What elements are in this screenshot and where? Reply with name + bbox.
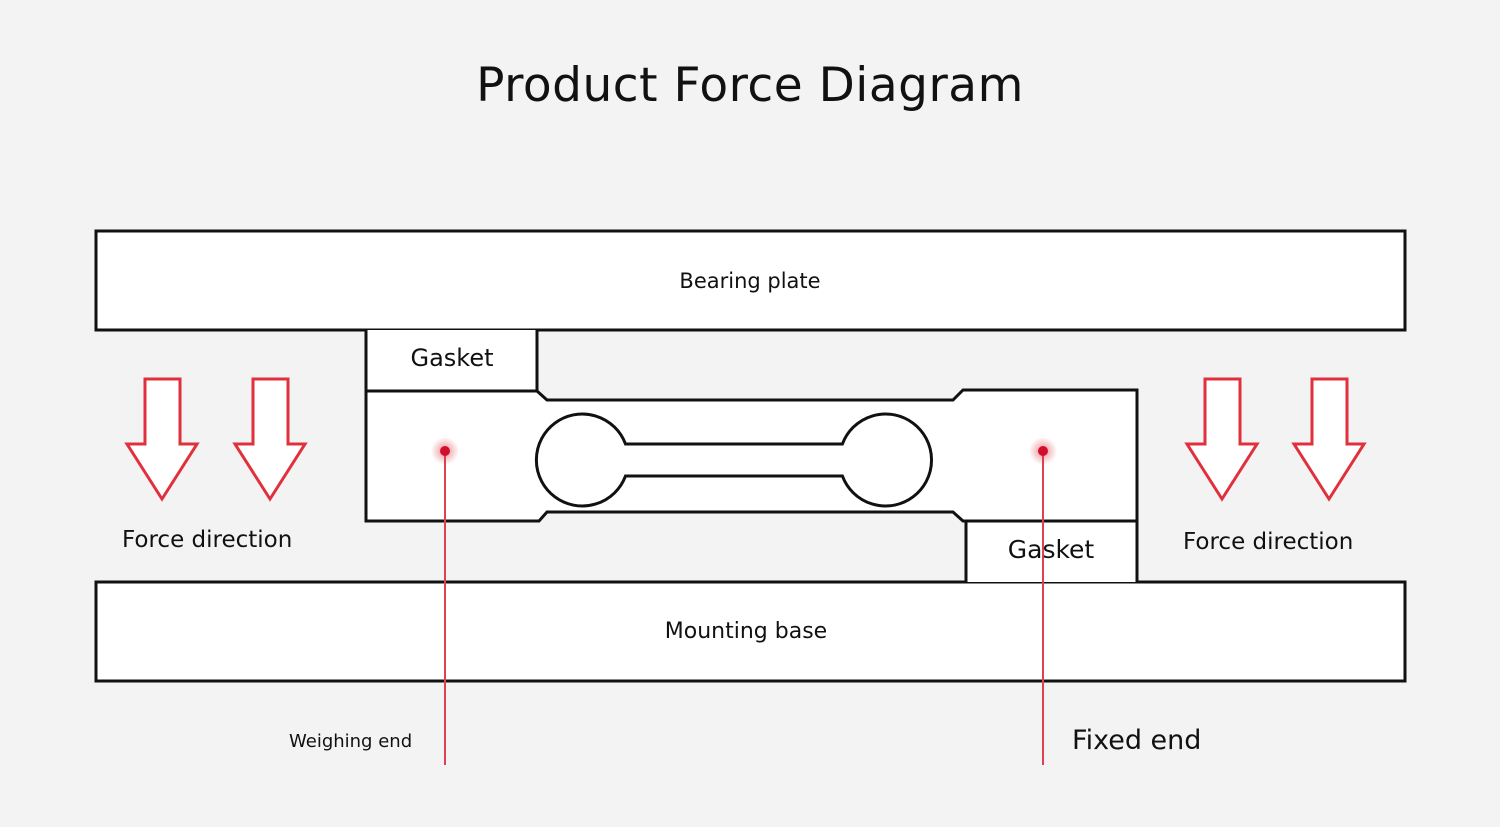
force-direction-left-label: Force direction xyxy=(122,527,293,553)
gasket-bottom-label: Gasket xyxy=(1007,535,1095,564)
force-arrow-left-2 xyxy=(232,377,308,502)
weighing-end-label: Weighing end xyxy=(289,731,413,752)
diagram-title: Product Force Diagram xyxy=(476,58,1024,113)
fixed-end-dot xyxy=(1038,446,1048,456)
force-direction-right-label: Force direction xyxy=(1183,529,1354,555)
fixed-end-label: Fixed end xyxy=(1072,725,1202,756)
bearing-plate-label: Bearing plate xyxy=(679,269,821,293)
load-cell-hole xyxy=(534,412,934,508)
weighing-end-dot xyxy=(440,446,450,456)
mounting-base-label: Mounting base xyxy=(664,619,828,644)
force-arrow-right-1 xyxy=(1184,377,1260,502)
force-arrow-right-2 xyxy=(1291,377,1367,502)
gasket-top-label: Gasket xyxy=(410,344,494,372)
force-arrow-left-1 xyxy=(124,377,200,502)
bearing-plate xyxy=(94,229,1407,332)
mounting-base xyxy=(94,580,1407,683)
